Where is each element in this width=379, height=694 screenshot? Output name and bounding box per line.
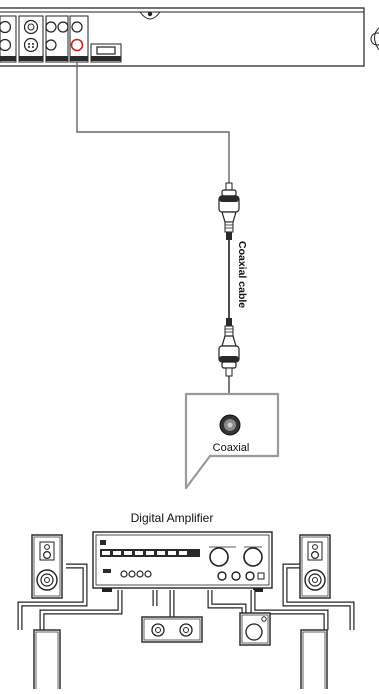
digital-amplifier — [92, 531, 273, 592]
hdmi-port-icon — [96, 46, 116, 55]
player-back-panel — [0, 7, 379, 67]
coaxial-jack-block — [69, 15, 89, 63]
knob-right-icon — [243, 547, 263, 567]
video-out-block — [18, 15, 44, 63]
component-out-block — [45, 15, 69, 63]
coaxial-output-jack — [70, 38, 84, 52]
cable-label: Coaxial cable — [236, 241, 248, 308]
center-speaker — [141, 616, 203, 643]
rear-left-speaker — [33, 629, 61, 694]
device-label: Digital Amplifier — [131, 511, 214, 525]
audio-out-block — [0, 15, 17, 63]
front-left-speaker — [31, 534, 63, 599]
callout-label: Coaxial — [213, 442, 250, 454]
hdmi-block — [90, 43, 122, 63]
coaxial-callout: Coaxial — [184, 392, 280, 490]
rear-right-speaker — [300, 629, 328, 694]
knob-left-icon — [209, 547, 229, 567]
front-right-speaker — [299, 534, 331, 599]
speaker-wiring-inner — [18, 564, 354, 630]
cable-route — [76, 62, 230, 318]
subwoofer — [239, 612, 271, 646]
rca-plug-lower — [218, 318, 240, 398]
rca-plug-upper — [218, 182, 240, 240]
screw-icon — [147, 11, 153, 17]
